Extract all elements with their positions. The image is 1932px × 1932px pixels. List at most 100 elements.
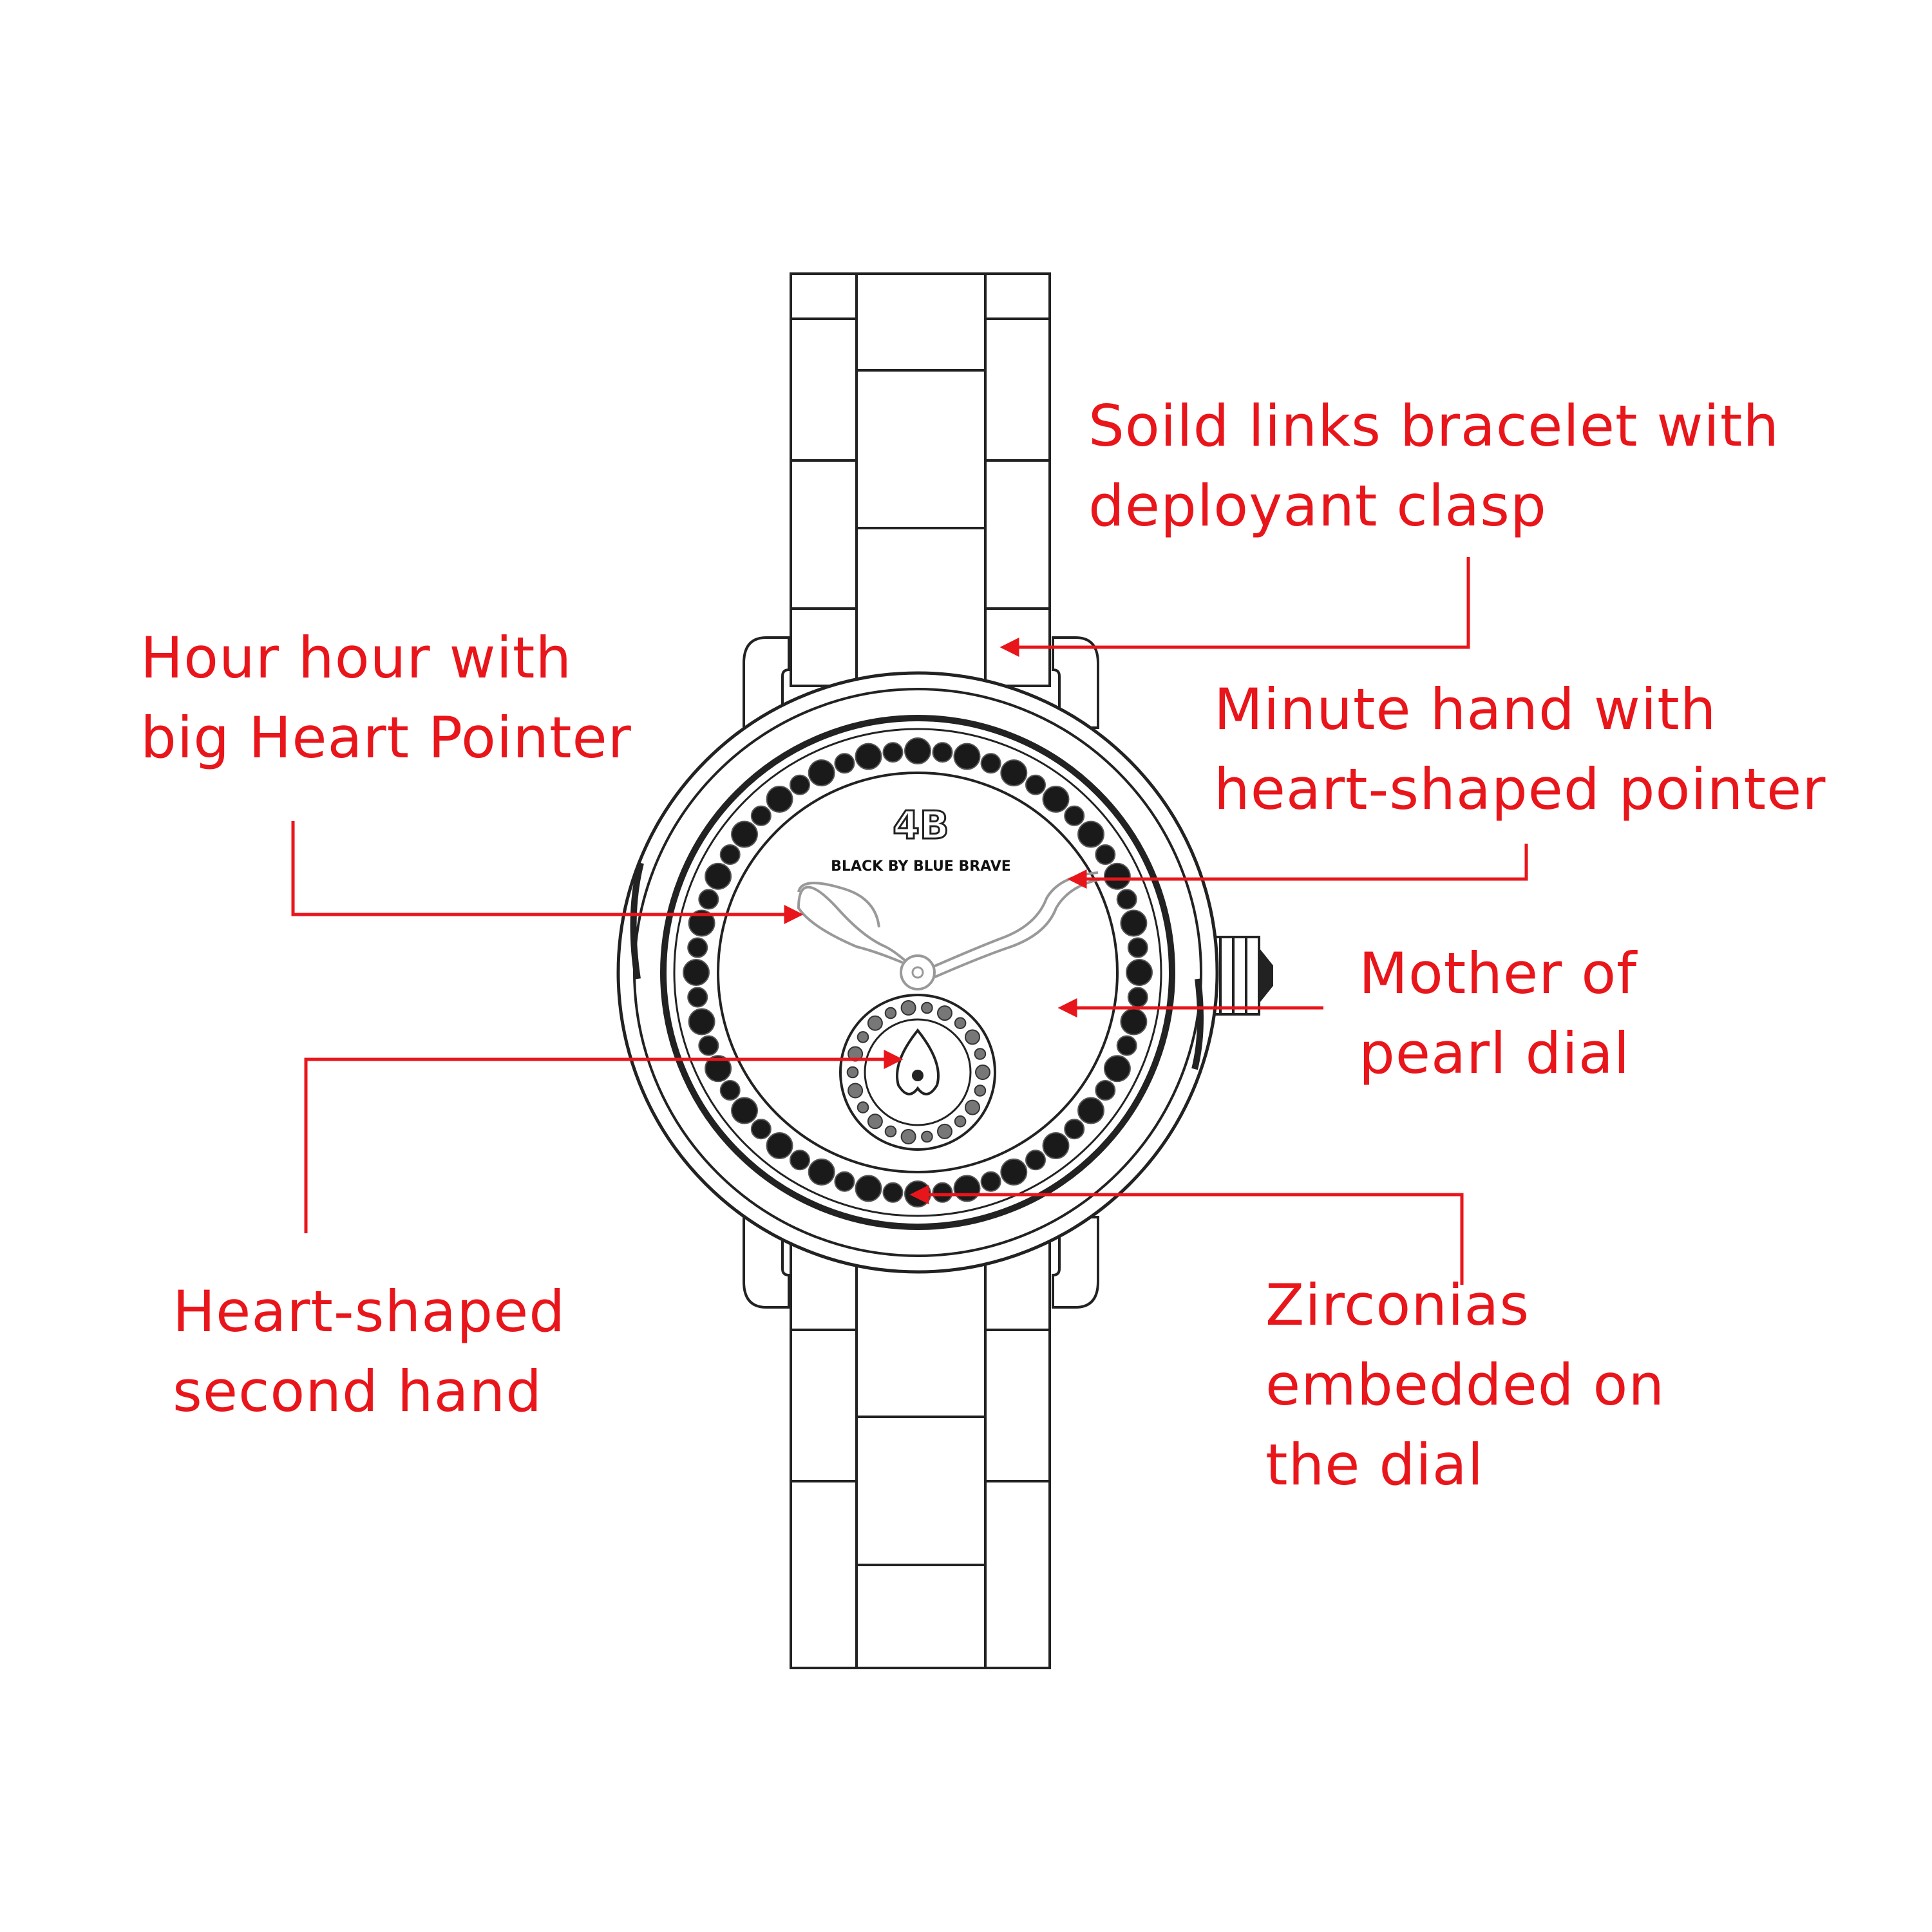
zirconia-stone <box>766 1132 793 1159</box>
zirconia-stone <box>683 959 710 986</box>
hour-hand-pointer <box>291 821 804 924</box>
callout-line: Heart-shaped <box>173 1278 566 1345</box>
zirconia-stone <box>808 1158 835 1186</box>
callout-line: Mother of <box>1359 940 1638 1007</box>
callout-line: the dial <box>1265 1432 1484 1498</box>
zirconia-stone <box>965 1029 980 1045</box>
zirconia-stone <box>980 1171 1001 1192</box>
callout-line: Zirconias <box>1265 1272 1530 1338</box>
zirconia-stone <box>1116 1035 1137 1056</box>
zirconia-stone <box>900 1129 916 1144</box>
zirconia-stone <box>954 1115 967 1128</box>
zirconia-stone <box>750 805 772 826</box>
second-hand-pointer <box>304 1050 904 1233</box>
zirconia-stone <box>719 844 741 865</box>
callout-line: big Heart Pointer <box>140 705 632 771</box>
zirconia-stone <box>867 1113 883 1130</box>
zirconia-stone <box>882 1182 904 1203</box>
zirconia-stone <box>846 1066 859 1079</box>
brand-name: BLACK BY BLUE BRAVE <box>831 858 1011 875</box>
zirconia-stone <box>937 1005 952 1021</box>
second-subdial <box>839 994 996 1151</box>
zirconia-stone <box>857 1101 869 1113</box>
zirconia-stone <box>1126 959 1153 986</box>
zirconia-stone <box>932 1182 953 1203</box>
case-lugs <box>743 636 1099 1309</box>
crown <box>1209 936 1273 1016</box>
zirconia-stone <box>975 1065 990 1080</box>
zirconias-callout: Zirconias embedded on the dial <box>1265 1265 1665 1505</box>
zirconia-stone <box>855 1175 882 1202</box>
zirconia-stone <box>974 1048 987 1060</box>
zirconia-stone <box>921 1130 933 1143</box>
zirconia-stone <box>904 737 931 764</box>
zirconia-stone <box>974 1084 987 1097</box>
zirconia-stone <box>884 1007 897 1019</box>
zirconia-stone <box>954 1017 967 1029</box>
zirconia-stone <box>900 1000 916 1016</box>
zirconia-stone <box>1042 1132 1070 1159</box>
zirconia-stone <box>698 1035 719 1056</box>
bracelet-callout: Soild links bracelet with deployant clas… <box>1088 386 1779 546</box>
zirconia-stone <box>1064 805 1085 826</box>
zirconia-stone <box>1103 1055 1131 1083</box>
zirconia-stone <box>1120 909 1148 937</box>
zirconia-stone <box>1000 1158 1028 1186</box>
zirconia-stone <box>1116 889 1137 910</box>
callout-line: deployant clasp <box>1088 473 1547 539</box>
center-pinion <box>900 954 936 990</box>
logo-mark: 4B <box>893 803 949 848</box>
hour-hand <box>797 882 919 974</box>
zirconia-stone <box>1000 759 1028 787</box>
zirconia-stone <box>688 909 715 937</box>
zirconia-stone <box>932 742 953 763</box>
zirconia-stone <box>882 742 904 763</box>
zirconia-stone <box>790 1150 810 1171</box>
minute-hand-pointer <box>1067 844 1528 889</box>
dial-callout: Mother of pearl dial <box>1359 934 1637 1094</box>
callout-line: embedded on <box>1265 1352 1665 1418</box>
callout-line: heart-shaped pointer <box>1214 756 1826 822</box>
zirconia-stone <box>790 774 810 795</box>
zirconia-stone <box>808 759 835 787</box>
brand-logo: 4B BLACK BY BLUE BRAVE <box>831 802 1011 875</box>
zirconia-stone <box>719 1080 741 1101</box>
zirconia-stone <box>1025 1150 1046 1171</box>
zirconia-stone <box>687 937 708 958</box>
zirconia-stone <box>1095 1080 1116 1101</box>
zirconia-stone <box>834 753 855 774</box>
second-hand-callout: Heart-shaped second hand <box>173 1272 565 1432</box>
zirconia-stone <box>937 1123 952 1139</box>
zirconia-stone <box>965 1099 980 1115</box>
zirconia-stone <box>1120 1008 1148 1036</box>
callout-line: pearl dial <box>1359 1020 1631 1086</box>
zirconia-stone <box>921 1001 933 1014</box>
zirconia-stone <box>1025 774 1046 795</box>
zirconia-stone <box>848 1083 864 1099</box>
zirconia-stone <box>1127 937 1148 958</box>
zirconia-stone <box>1095 844 1116 865</box>
zirconia-stone <box>705 1055 732 1083</box>
bracelet-pointer <box>999 557 1470 657</box>
callout-line: Soild links bracelet with <box>1088 393 1780 459</box>
zirconia-stone <box>857 1031 869 1043</box>
minute-hand <box>927 871 1102 980</box>
zirconia-stone <box>1042 786 1070 813</box>
callout-line: second hand <box>173 1358 543 1425</box>
bracelet-bottom <box>790 1222 1051 1669</box>
callout-line: Minute hand with <box>1214 676 1717 743</box>
zirconia-stone <box>1077 820 1104 848</box>
subdial-zirconias <box>846 1000 990 1144</box>
zirconia-stone <box>1064 1119 1085 1140</box>
zirconia-stone <box>687 987 708 1008</box>
zirconia-stone <box>953 1175 981 1202</box>
bracelet-top <box>790 272 1051 687</box>
zirconia-stone <box>1103 862 1131 890</box>
zirconia-stone <box>1127 987 1148 1008</box>
zirconia-stone <box>766 786 793 813</box>
zirconia-stone <box>834 1171 855 1192</box>
zirconia-stone <box>884 1125 897 1138</box>
zirconia-stone <box>698 889 719 910</box>
zirconia-stone <box>855 743 882 770</box>
